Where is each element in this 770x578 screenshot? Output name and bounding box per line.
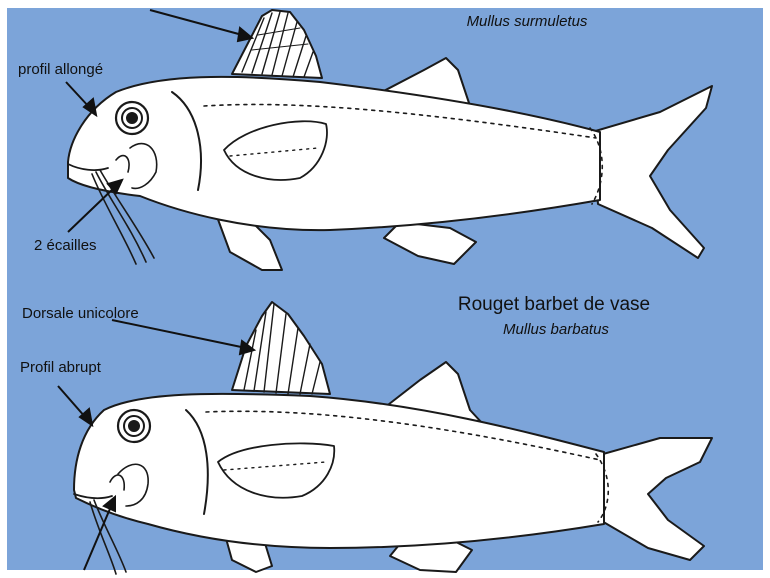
top-profile-label: profil allongé [18,61,103,78]
bottom-species-latin: Mullus barbatus [503,321,609,338]
top-eye-pupil [127,113,137,123]
top-species-latin: Mullus surmuletus [467,13,588,30]
bottom-eye-pupil [129,421,139,431]
top-scales-label: 2 écailles [34,237,97,254]
bottom-profile-label: Profil abrupt [20,359,102,376]
bottom-dorsal-label: Dorsale unicolore [22,305,139,322]
bottom-common-name: Rouget barbet de vase [458,294,650,315]
